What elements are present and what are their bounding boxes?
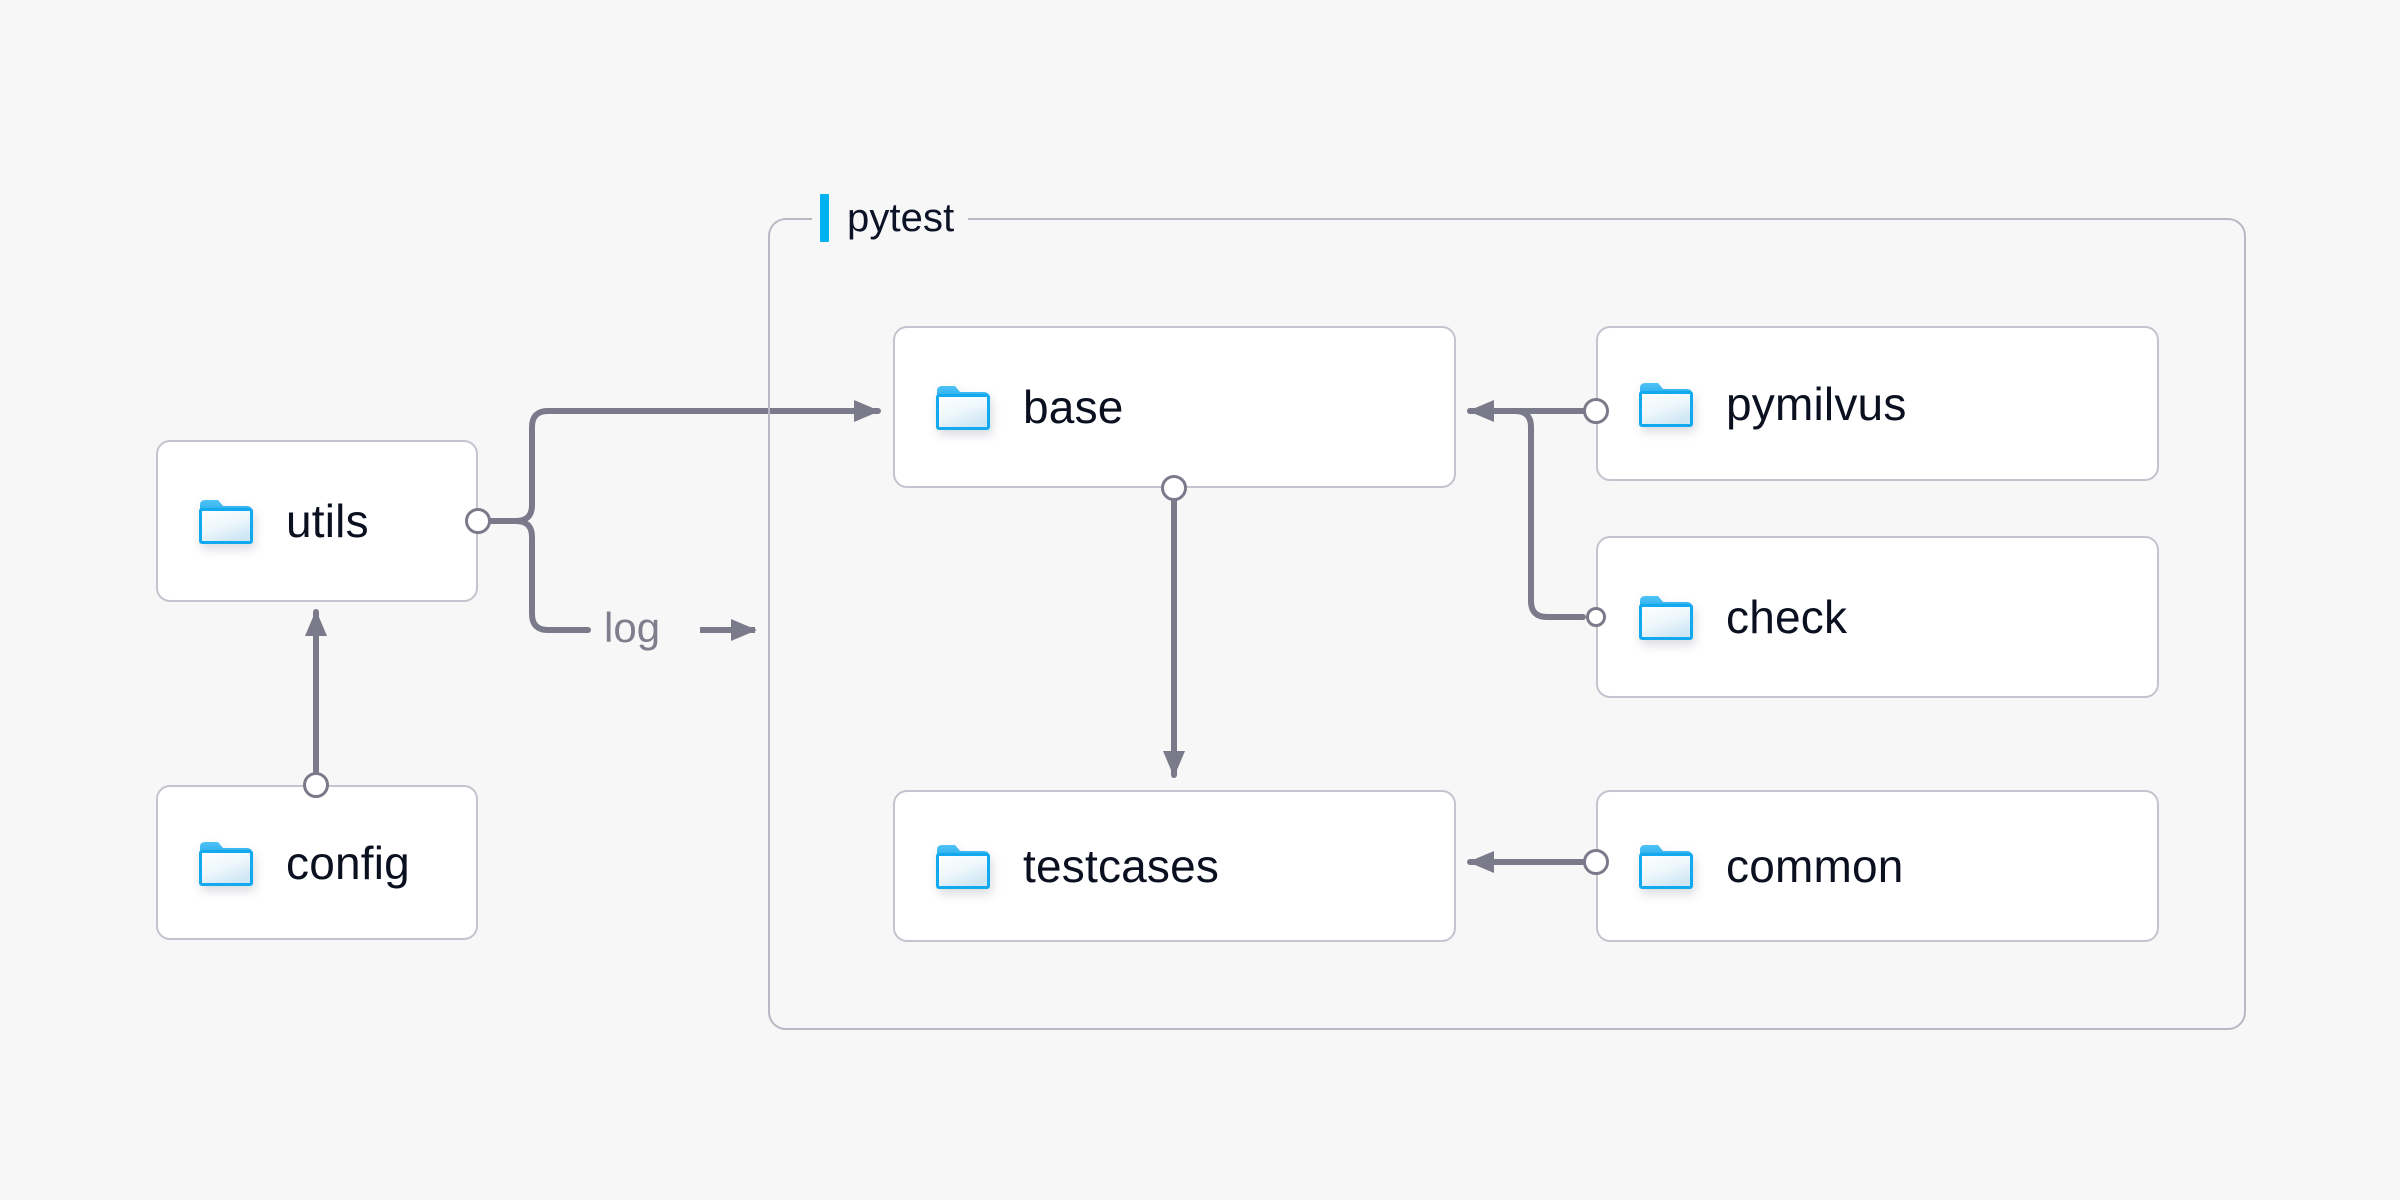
port-common-left[interactable] [1583, 849, 1609, 875]
port-pymilvus-left[interactable] [1583, 398, 1609, 424]
node-base[interactable]: base [893, 326, 1456, 488]
folder-icon [935, 841, 991, 891]
port-utils-right[interactable] [465, 508, 491, 534]
group-pytest-label-wrap: pytest [812, 192, 969, 244]
node-check[interactable]: check [1596, 536, 2159, 698]
folder-icon [198, 838, 254, 888]
folder-icon [198, 496, 254, 546]
folder-icon [1638, 841, 1694, 891]
node-base-label: base [1023, 381, 1124, 433]
node-pymilvus-label: pymilvus [1726, 377, 1907, 430]
node-common-label: common [1726, 840, 1904, 892]
node-pymilvus[interactable]: pymilvus [1596, 326, 2159, 481]
node-utils[interactable]: utils [156, 440, 478, 602]
folder-icon [1638, 592, 1694, 642]
node-testcases-label: testcases [1023, 840, 1220, 892]
folder-icon [1638, 379, 1694, 429]
node-testcases[interactable]: testcases [893, 790, 1456, 942]
accent-bar-icon [820, 194, 829, 242]
edge-label-log: log [604, 604, 661, 651]
node-config-label: config [286, 836, 410, 889]
node-config[interactable]: config [156, 785, 478, 940]
node-common[interactable]: common [1596, 790, 2159, 942]
port-config-top[interactable] [303, 772, 329, 798]
group-pytest[interactable] [768, 218, 2246, 1030]
port-base-bottom[interactable] [1161, 475, 1187, 501]
group-pytest-label: pytest [847, 196, 955, 240]
port-check-left[interactable] [1586, 607, 1606, 627]
node-utils-label: utils [286, 495, 369, 547]
folder-icon [935, 382, 991, 432]
node-check-label: check [1726, 591, 1848, 643]
